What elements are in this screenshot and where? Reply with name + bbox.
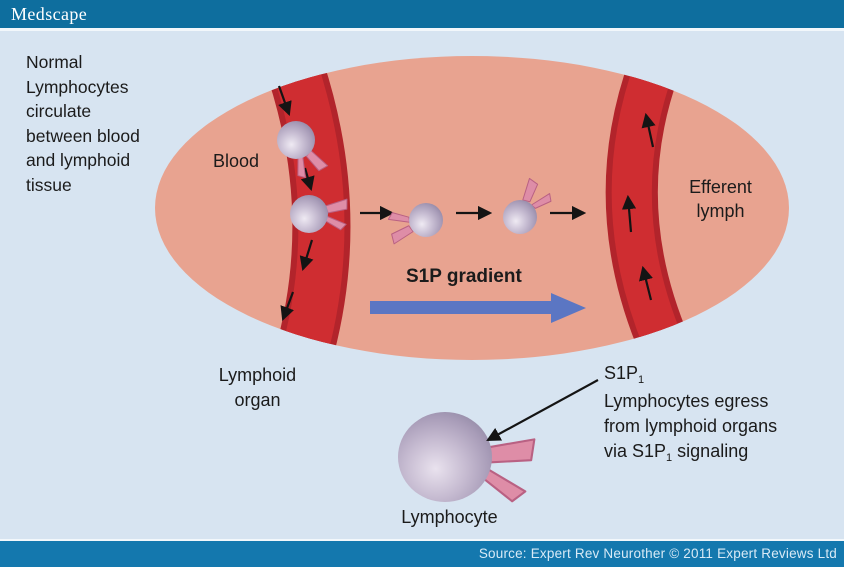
- flow-arrow-down-4: [280, 291, 295, 322]
- intro-line: circulate: [26, 101, 92, 121]
- lymphocyte-cell-3: [383, 203, 443, 245]
- lymphoid-organ-line1: Lymphoid: [218, 365, 297, 385]
- lymph-flow-arrows: [621, 112, 656, 301]
- intro-line: tissue: [26, 174, 72, 195]
- efferent-lymph-line2: lymph: [696, 201, 745, 221]
- egress-note: S1P1 Lymphocytes egress from lymphoid or…: [604, 361, 777, 467]
- intro-line: and lymphoid: [26, 150, 131, 170]
- blood-flow-arrows: [277, 85, 315, 322]
- flow-arrow-up-3: [639, 265, 653, 301]
- annotation-arrow: [486, 379, 599, 442]
- medscape-logo: Medscape: [11, 4, 88, 24]
- s1p-gradient-label: S1P gradient: [406, 266, 522, 287]
- egress-note-line4: via S1P1 signaling: [604, 439, 777, 467]
- blood-label: Blood: [213, 151, 260, 171]
- egress-note-line1: S1P1: [604, 361, 777, 389]
- egress-line4-post: signaling: [672, 441, 749, 461]
- lymphocyte-cell-4: [503, 177, 556, 234]
- intro-line: Lymphocytes: [26, 76, 129, 97]
- efferent-lymph-label: Efferent lymph: [668, 175, 773, 223]
- header-bar: Medscape: [0, 0, 844, 31]
- flow-arrow-down-1: [277, 85, 292, 117]
- s1p1-text: S1P: [604, 363, 639, 383]
- s1p-gradient-arrow: [370, 293, 586, 323]
- flow-arrow-up-1: [641, 112, 656, 148]
- intro-line: Normal: [26, 52, 83, 72]
- lymphoid-organ-line2: organ: [234, 389, 281, 410]
- efferent-lymph-line1: Efferent: [689, 177, 752, 197]
- s1p1-subscript: 1: [638, 374, 645, 386]
- flow-arrow-up-2: [621, 194, 637, 233]
- lymphocyte-cell-1: [277, 121, 329, 184]
- source-attribution: Source: Expert Rev Neurother © 2011 Expe…: [478, 546, 837, 561]
- egress-note-line3: from lymphoid organs: [604, 416, 778, 436]
- egress-line4-pre: via S1P: [604, 441, 667, 461]
- intro-text: Normal Lymphocytes circulate between blo…: [26, 50, 140, 197]
- flow-arrow-down-2: [300, 167, 315, 192]
- egress-note-line2: Lymphocytes egress: [604, 391, 769, 411]
- lymphoid-organ-label: Lymphoid organ: [205, 363, 310, 412]
- flow-arrow-down-3: [299, 239, 314, 272]
- footer-bar: Source: Expert Rev Neurother © 2011 Expe…: [0, 539, 844, 567]
- intro-line: between blood: [26, 125, 140, 146]
- lymphocyte-cell-2: [290, 195, 351, 233]
- lymphocyte-label: Lymphocyte: [401, 507, 498, 527]
- lymphocyte-cell-large: [398, 412, 536, 504]
- egress-line4-subscript: 1: [666, 452, 673, 464]
